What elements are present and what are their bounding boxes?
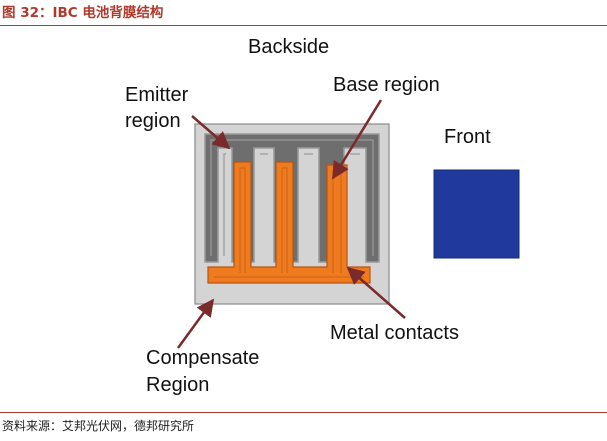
compensate-arrow <box>176 298 215 349</box>
compensate-label-line2: Region <box>146 374 209 396</box>
source-note: 资料来源：艾邦光伏网，德邦研究所 <box>2 419 195 433</box>
emitter-inner-line <box>210 139 374 256</box>
backside-label: Backside <box>248 36 329 58</box>
figure-title: 图 32：IBC 电池背膜结构 <box>2 5 164 21</box>
metal-inner-line <box>214 167 364 278</box>
emitter-arrow <box>191 115 231 150</box>
compensate-label-line1: Compensate <box>146 347 259 369</box>
emitter-label-line1: Emitter <box>125 84 189 106</box>
metal-contacts <box>207 161 371 284</box>
source-rule <box>0 412 607 413</box>
metal-contacts-label: Metal contacts <box>330 322 459 344</box>
metal-contacts-arrow <box>346 266 406 319</box>
front-square <box>433 169 520 259</box>
emitter-label-line2: region <box>125 110 181 132</box>
title-rule <box>0 25 607 26</box>
base-region-label: Base region <box>333 74 440 96</box>
base-region-arrow <box>331 99 383 180</box>
front-label: Front <box>444 126 491 148</box>
